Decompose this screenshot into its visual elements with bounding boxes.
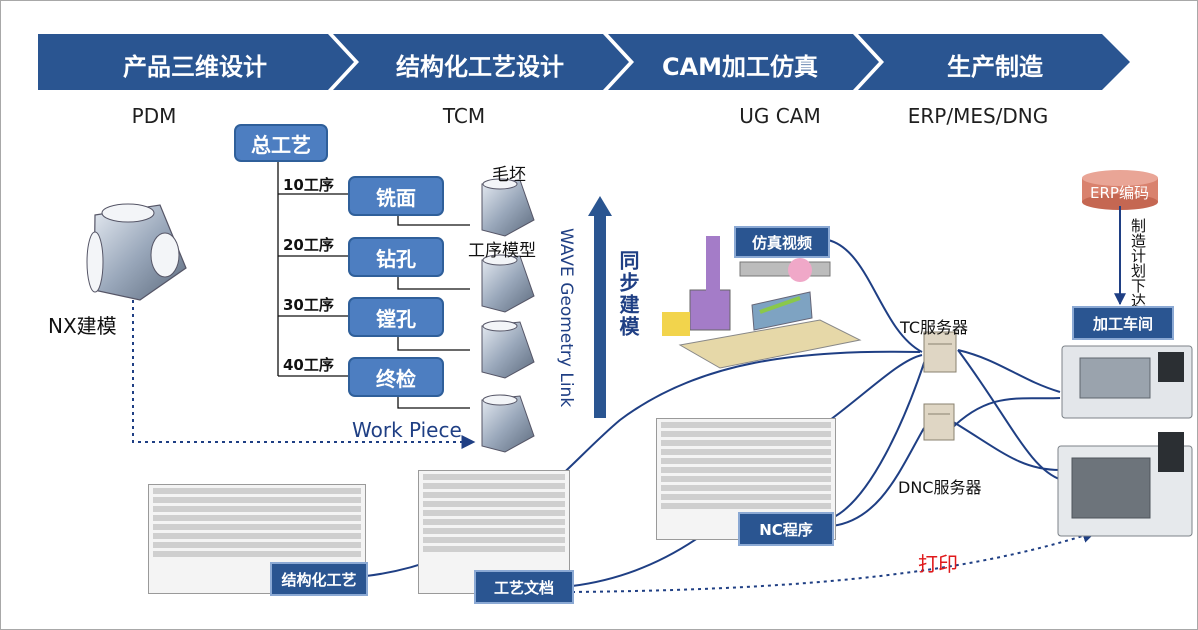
tee-fitting-icon-blank [481, 178, 535, 237]
sync-modeling-label: 同步建模 [616, 250, 640, 338]
process-doc-tag: 工艺文档 [474, 570, 574, 604]
stage-label-3d-design: 产品三维设计 [123, 53, 267, 81]
tc-server-label: TC服务器 [900, 318, 969, 337]
op-box-boring: 镗孔 [348, 297, 444, 337]
op-seq-30: 30工序 [283, 296, 334, 314]
workshop-tag: 加工车间 [1072, 306, 1174, 340]
op-box-milling: 铣面 [348, 176, 444, 216]
stage-segment-3 [608, 34, 879, 90]
plan-release-label: 制造计划下达 [1129, 218, 1147, 308]
blank-label: 毛坯 [492, 165, 526, 185]
work-piece-label: Work Piece [352, 418, 462, 442]
wave-arrow [588, 196, 612, 418]
root-process-box: 总工艺 [234, 124, 328, 162]
structured-process-window [148, 484, 366, 594]
tee-fitting-icon-op1 [481, 254, 535, 313]
stage-segment-1 [38, 34, 354, 90]
machining-center-icon [1057, 432, 1193, 537]
stage-label-manufacturing: 生产制造 [947, 53, 1043, 81]
sim-video-tag: 仿真视频 [734, 226, 830, 258]
system-label-pdm: PDM [131, 104, 177, 128]
tc-server-icon [923, 331, 957, 373]
structured-process-tag: 结构化工艺 [270, 562, 368, 596]
print-label: 打印 [918, 552, 958, 576]
op-box-drilling: 钻孔 [348, 237, 444, 277]
nc-program-tag: NC程序 [738, 512, 834, 546]
wave-geometry-link-label: WAVE Geometry Link [556, 228, 576, 408]
op-seq-10: 10工序 [283, 176, 334, 194]
tee-fitting-icon-workpiece [481, 394, 535, 453]
process-tree-lines [277, 160, 470, 409]
op-seq-40: 40工序 [283, 356, 334, 374]
machining-simulation-illustration [662, 236, 862, 369]
nx-model-label: NX建模 [48, 314, 117, 338]
stage-segment-2 [333, 34, 629, 90]
work-piece-link [132, 300, 476, 449]
system-label-erp-mes-dng: ERP/MES/DNG [907, 104, 1049, 128]
system-label-ug-cam: UG CAM [739, 104, 821, 128]
dnc-server-label: DNC服务器 [898, 478, 982, 497]
print-link [571, 529, 1097, 593]
op-box-final-inspection: 终检 [348, 357, 444, 397]
system-label-tcm: TCM [442, 104, 486, 128]
erp-database-icon [1082, 170, 1158, 210]
tee-fitting-icon-large [86, 203, 187, 301]
dnc-server-icon [923, 403, 955, 441]
stage-label-process-design: 结构化工艺设计 [396, 53, 564, 81]
tee-fitting-icon-op2 [481, 320, 535, 379]
process-model-label: 工序模型 [468, 241, 536, 261]
cnc-lathe-icon [1061, 345, 1193, 419]
stage-label-cam-simulation: CAM加工仿真 [661, 53, 819, 81]
stage-segment-4 [858, 34, 1130, 90]
op-seq-20: 20工序 [283, 236, 334, 254]
erp-code-label: ERP编码 [1090, 184, 1149, 202]
